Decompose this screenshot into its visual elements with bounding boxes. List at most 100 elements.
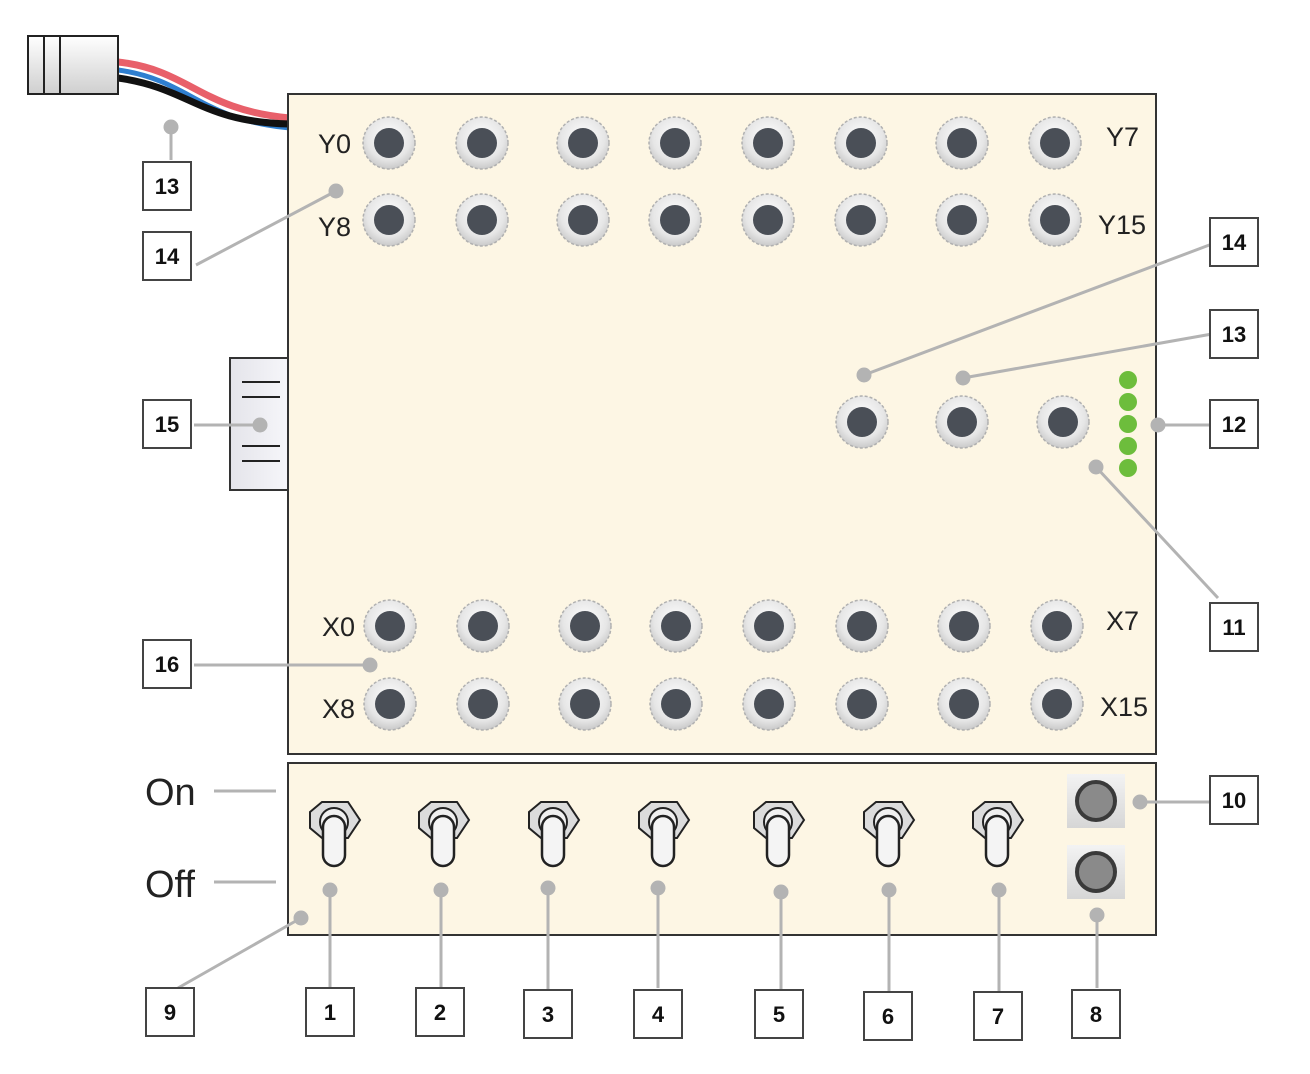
callout-c6: 6 [863,991,913,1041]
led-indicator-icon [1119,459,1137,477]
callout-c10: 10 [1209,775,1259,825]
toggle-switch-row [309,801,1025,868]
banana-socket-icon[interactable] [1030,677,1084,731]
banana-socket-icon[interactable] [935,193,989,247]
toggle-switch-icon[interactable] [418,801,471,868]
banana-socket-icon[interactable] [1030,599,1084,653]
label-off: Off [145,864,195,906]
banana-socket-icon[interactable] [363,599,417,653]
callout-c5: 5 [754,989,804,1039]
banana-socket-icon[interactable] [362,193,416,247]
push-button-top[interactable] [1067,774,1125,828]
banana-socket-icon[interactable] [937,677,991,731]
callout-number: 3 [542,1002,554,1027]
label-on: On [145,772,196,814]
banana-socket-icon[interactable] [741,116,795,170]
x-socket-grid [363,599,1084,731]
callout-number: 11 [1222,615,1245,640]
banana-socket-icon[interactable] [456,677,510,731]
banana-socket-icon[interactable] [1028,116,1082,170]
banana-socket-icon[interactable] [834,193,888,247]
banana-socket-icon[interactable] [935,395,989,449]
label-y15: Y15 [1098,210,1146,240]
toggle-switch-icon[interactable] [972,801,1025,868]
banana-socket-icon[interactable] [937,599,991,653]
callout-number: 8 [1090,1002,1102,1027]
callout-number: 7 [992,1004,1004,1029]
push-button-bottom[interactable] [1067,845,1125,899]
banana-socket-icon[interactable] [834,116,888,170]
banana-socket-icon[interactable] [741,193,795,247]
banana-socket-icon[interactable] [1036,395,1090,449]
power-cable [117,58,291,131]
banana-socket-icon[interactable] [835,599,889,653]
toggle-switch-icon[interactable] [863,801,916,868]
label-x7: X7 [1106,606,1139,636]
toggle-switch-icon[interactable] [309,801,362,868]
switch-panel [287,762,1157,936]
label-y8: Y8 [318,212,351,242]
callout-c13-top: 13 [142,161,192,211]
callout-c7: 7 [973,991,1023,1041]
main-board [287,93,1157,755]
banana-socket-icon[interactable] [935,116,989,170]
callout-number: 5 [773,1002,785,1027]
callout-c3: 3 [523,989,573,1039]
label-x8: X8 [322,694,355,724]
label-x15: X15 [1100,692,1148,722]
banana-socket-icon[interactable] [455,116,509,170]
callout-c12: 12 [1209,399,1259,449]
callout-c2: 2 [415,987,465,1037]
banana-socket-icon[interactable] [649,677,703,731]
middle-socket-group [835,395,1090,449]
callout-number: 16 [155,652,179,677]
toggle-switch-icon[interactable] [753,801,806,868]
banana-socket-icon[interactable] [456,599,510,653]
label-y0: Y0 [318,129,351,159]
banana-socket-icon[interactable] [363,677,417,731]
callout-number: 14 [1222,230,1247,255]
callout-number: 13 [155,174,179,199]
callout-c1: 1 [305,987,355,1037]
push-button-icon [1075,851,1117,893]
banana-socket-icon[interactable] [648,193,702,247]
banana-socket-icon[interactable] [558,599,612,653]
label-y7: Y7 [1106,122,1139,152]
banana-socket-icon[interactable] [558,677,612,731]
callout-c9: 9 [145,987,195,1037]
callout-number: 2 [434,1000,446,1025]
led-indicator-column [1119,371,1137,477]
callout-c4: 4 [633,989,683,1039]
banana-socket-icon[interactable] [742,677,796,731]
banana-socket-icon[interactable] [835,677,889,731]
banana-socket-icon[interactable] [648,116,702,170]
toggle-switch-icon[interactable] [528,801,581,868]
callout-c15: 15 [142,399,192,449]
callout-number: 6 [882,1004,894,1029]
banana-socket-icon[interactable] [649,599,703,653]
push-button-icon [1075,780,1117,822]
banana-socket-icon[interactable] [1028,193,1082,247]
banana-socket-icon[interactable] [455,193,509,247]
callout-number: 12 [1222,412,1246,437]
banana-socket-icon[interactable] [556,193,610,247]
callout-c14-right: 14 [1209,217,1259,267]
banana-socket-icon[interactable] [362,116,416,170]
banana-socket-icon[interactable] [835,395,889,449]
callout-c13-right: 13 [1209,309,1259,359]
callout-c16: 16 [142,639,192,689]
callout-c14-left: 14 [142,231,192,281]
banana-socket-icon[interactable] [742,599,796,653]
led-indicator-icon [1119,371,1137,389]
callout-number: 9 [164,1000,176,1025]
callout-number: 4 [652,1002,665,1027]
led-indicator-icon [1119,415,1137,433]
callout-leader-lines [163,119,1220,992]
toggle-switch-icon[interactable] [638,801,691,868]
led-indicator-icon [1119,393,1137,411]
banana-socket-icon[interactable] [556,116,610,170]
callout-number: 10 [1222,788,1246,813]
led-indicator-icon [1119,437,1137,455]
